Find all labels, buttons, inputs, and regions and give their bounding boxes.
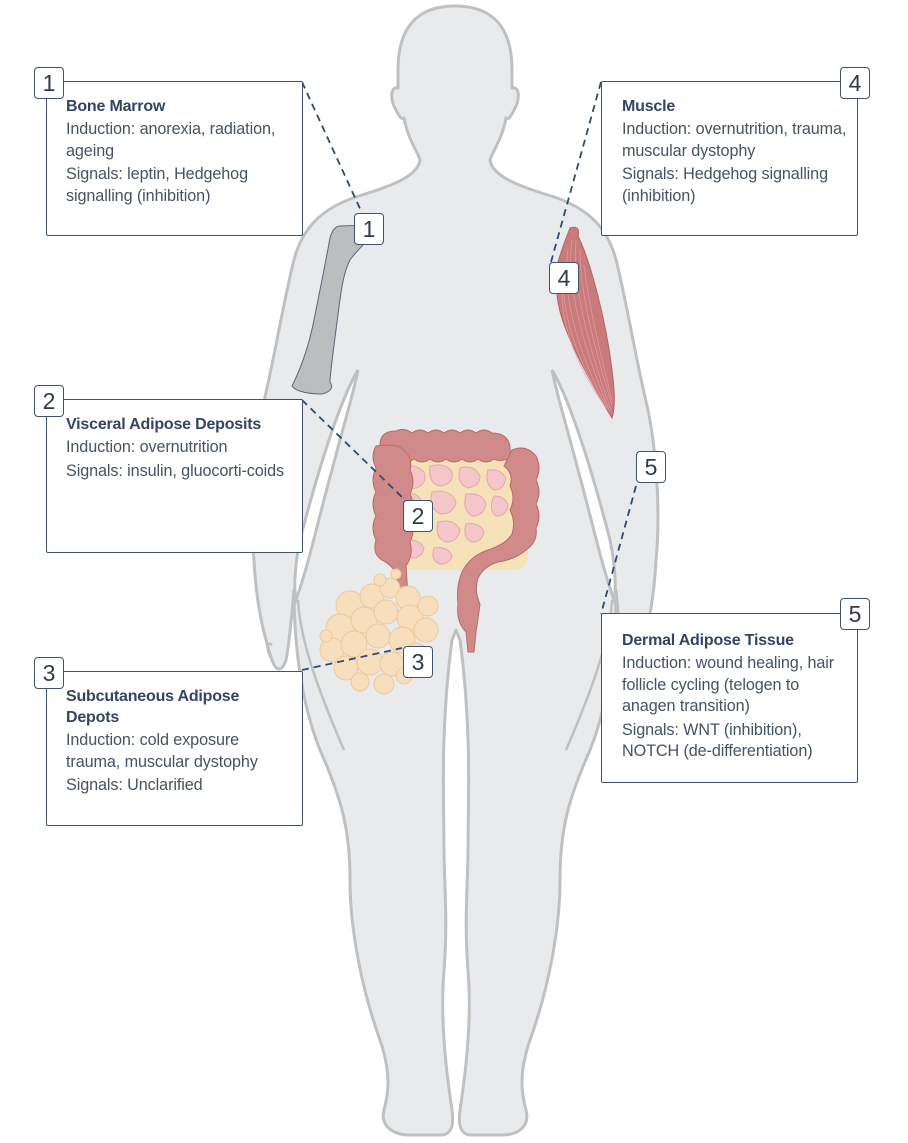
callout-title: Subcutaneous Adipose Depots	[66, 688, 240, 726]
callout-number-badge: 3	[34, 657, 64, 689]
callout-number-badge: 4	[840, 67, 870, 99]
callout-number-badge: 5	[840, 598, 870, 630]
callout-subcutaneous-adipose: Subcutaneous Adipose Depots Induction: c…	[46, 671, 303, 826]
callout-signals: Signals: WNT (inhibition), NOTCH (de-dif…	[622, 720, 813, 761]
callout-induction: Induction: wound healing, hair follicle …	[622, 654, 835, 715]
marker-bone: 1	[354, 213, 384, 245]
callout-induction: Induction: anorexia, radiation, ageing	[66, 120, 276, 160]
callout-signals: Signals: insulin, gluocorti-coids	[66, 461, 285, 480]
callout-title: Bone Marrow	[66, 98, 166, 115]
callout-number-badge: 1	[34, 67, 64, 99]
callout-visceral-adipose: Visceral Adipose Deposits Induction: ove…	[46, 399, 303, 553]
marker-intestine: 2	[403, 500, 433, 532]
bone-humerus	[291, 224, 375, 395]
fat-cluster	[319, 568, 439, 695]
callout-bone-marrow: Bone Marrow Induction: anorexia, radiati…	[46, 81, 303, 236]
marker-fat: 3	[403, 646, 433, 678]
marker-muscle: 4	[549, 262, 579, 294]
callout-title: Dermal Adipose Tissue	[622, 632, 794, 649]
callout-induction: Induction: overnutrition	[66, 438, 228, 456]
body-silhouette	[250, 4, 660, 1137]
callout-number-badge: 2	[34, 385, 64, 417]
callout-title: Muscle	[622, 98, 676, 115]
callout-signals: Signals: leptin, Hedgehog signalling (in…	[66, 165, 248, 205]
intestine	[372, 428, 540, 653]
callout-induction: Induction: cold exposure trauma, muscula…	[66, 731, 258, 771]
leader-lines	[301, 81, 637, 671]
marker-skin: 5	[636, 451, 666, 483]
callout-induction: Induction: overnutrition, trauma, muscul…	[622, 120, 847, 160]
callout-dermal-adipose: Dermal Adipose Tissue Induction: wound h…	[601, 613, 858, 783]
callout-muscle: Muscle Induction: overnutrition, trauma,…	[601, 81, 858, 236]
callout-signals: Signals: Unclarified	[66, 776, 203, 794]
callout-title: Visceral Adipose Deposits	[66, 416, 262, 433]
callout-signals: Signals: Hedgehog signalling (inhibition…	[622, 165, 828, 205]
